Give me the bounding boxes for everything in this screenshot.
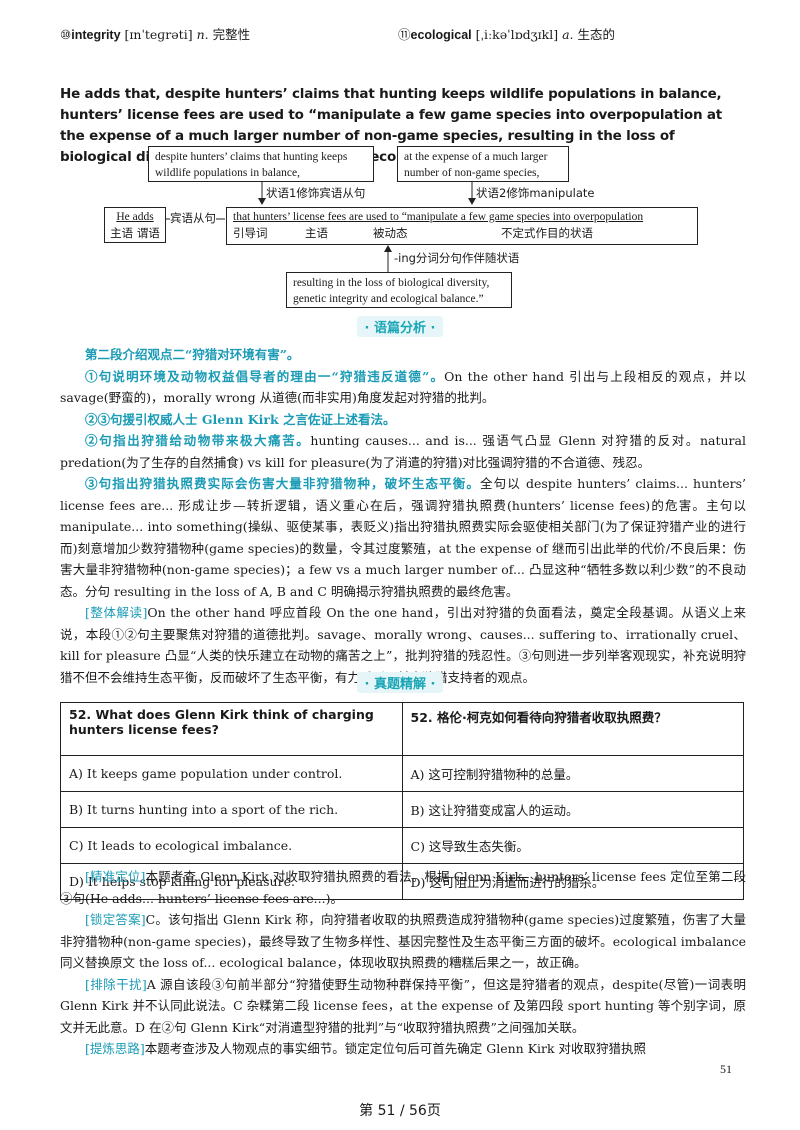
analysis-block: 第二段介绍观点二“狩猎对环境有害”。 ①句说明环境及动物权益倡导者的理由一“狩猎… xyxy=(60,344,746,688)
explain-strategy: [提炼思路]本题考查涉及人物观点的事实细节。锁定定位句后可首先确定 Glenn … xyxy=(85,1041,647,1056)
table-row: C) It leads to ecological imbalance. C) … xyxy=(60,827,744,864)
label-object-clause: 宾语从句 xyxy=(170,210,216,226)
label-adverbial-1: 状语1修饰宾语从句 xyxy=(266,186,366,200)
page-footer: 第 51 / 56页 xyxy=(359,1103,441,1119)
question-zh: 52. 格伦·柯克如何看待向狩猎者收取执照费？ xyxy=(401,702,744,756)
label-ing-clause: -ing分词分句作伴随状语 xyxy=(394,251,520,265)
analysis-line: 第二段介绍观点二“狩猎对环境有害”。 xyxy=(85,347,300,362)
analysis-line: ①句说明环境及动物权益倡导者的理由一“狩猎违反道德”。On the other … xyxy=(60,368,746,406)
page-number: 51 xyxy=(720,1062,732,1076)
explanation-block: [精准定位]本题考查 Glenn Kirk 对收取狩猎执照费的看法。根据 Gle… xyxy=(60,866,746,1060)
diagram-box-despite: despite hunters’ claims that hunting kee… xyxy=(148,146,374,182)
question-en: 52. What does Glenn Kirk think of chargi… xyxy=(60,702,403,756)
option-c-en: C) It leads to ecological imbalance. xyxy=(60,827,403,864)
question-table: 52. What does Glenn Kirk think of chargi… xyxy=(60,702,744,900)
vocab-integrity: ⑩integrity [ɪnˈteɡrəti] n. 完整性 xyxy=(60,27,251,42)
option-a-en: A) It keeps game population under contro… xyxy=(60,755,403,792)
analysis-line: ③句指出狩猎执照费实际会伤害大量非狩猎物种，破坏生态平衡。全句以 despite… xyxy=(60,476,746,599)
table-row: B) It turns hunting into a sport of the … xyxy=(60,791,744,828)
analysis-line: ②③句援引权威人士 Glenn Kirk 之言佐证上述看法。 xyxy=(85,411,396,427)
vocab-ecological: ⑪ecological [ˌiːkəˈlɒdʒɪkl] a. 生态的 xyxy=(398,27,615,42)
table-row: A) It keeps game population under contro… xyxy=(60,755,744,792)
option-b-en: B) It turns hunting into a sport of the … xyxy=(60,791,403,828)
table-row: D) It helps stop killing for pleasure. D… xyxy=(60,863,744,900)
option-a-zh: A) 这可控制狩猎物种的总量。 xyxy=(401,755,744,792)
analysis-line: ②句指出狩猎给动物带来极大痛苦。hunting causes... and is… xyxy=(60,433,746,470)
explain-answer: [锁定答案]C。该句指出 Glenn Kirk 称，向狩猎者收取的执照费造成狩猎… xyxy=(60,912,746,970)
explain-distractors: [排除干扰]A 源自该段③句前半部分“狩猎使野生动物种群保持平衡”，但这是狩猎者… xyxy=(60,976,746,1035)
diagram-box-expense: at the expense of a much larger number o… xyxy=(397,146,569,182)
section-heading-discourse-analysis: · 语篇分析 · xyxy=(330,316,470,337)
option-d-en: D) It helps stop killing for pleasure. xyxy=(60,863,403,900)
diagram-box-resulting: resulting in the loss of biological dive… xyxy=(286,272,512,308)
option-b-zh: B) 这让狩猎变成富人的运动。 xyxy=(401,791,744,828)
overall-interpretation: [整体解读]On the other hand 呼应首段 On the one … xyxy=(60,605,746,685)
explain-locate: [精准定位]本题考查 Glenn Kirk 对收取狩猎执照费的看法。根据 Gle… xyxy=(60,869,746,906)
table-row: 52. What does Glenn Kirk think of chargi… xyxy=(60,702,744,756)
option-c-zh: C) 这导致生态失衡。 xyxy=(401,827,744,864)
option-d-zh: D) 这可阻止为消遣而进行的猎杀。 xyxy=(401,863,744,900)
section-heading-exam-analysis: · 真题精解 · xyxy=(330,672,470,693)
diagram-box-main-clause: that hunters’ license fees are used to “… xyxy=(226,207,698,245)
diagram-box-he-adds: He adds 主语 谓语 xyxy=(104,207,166,243)
label-adverbial-2: 状语2修饰manipulate xyxy=(476,186,595,200)
